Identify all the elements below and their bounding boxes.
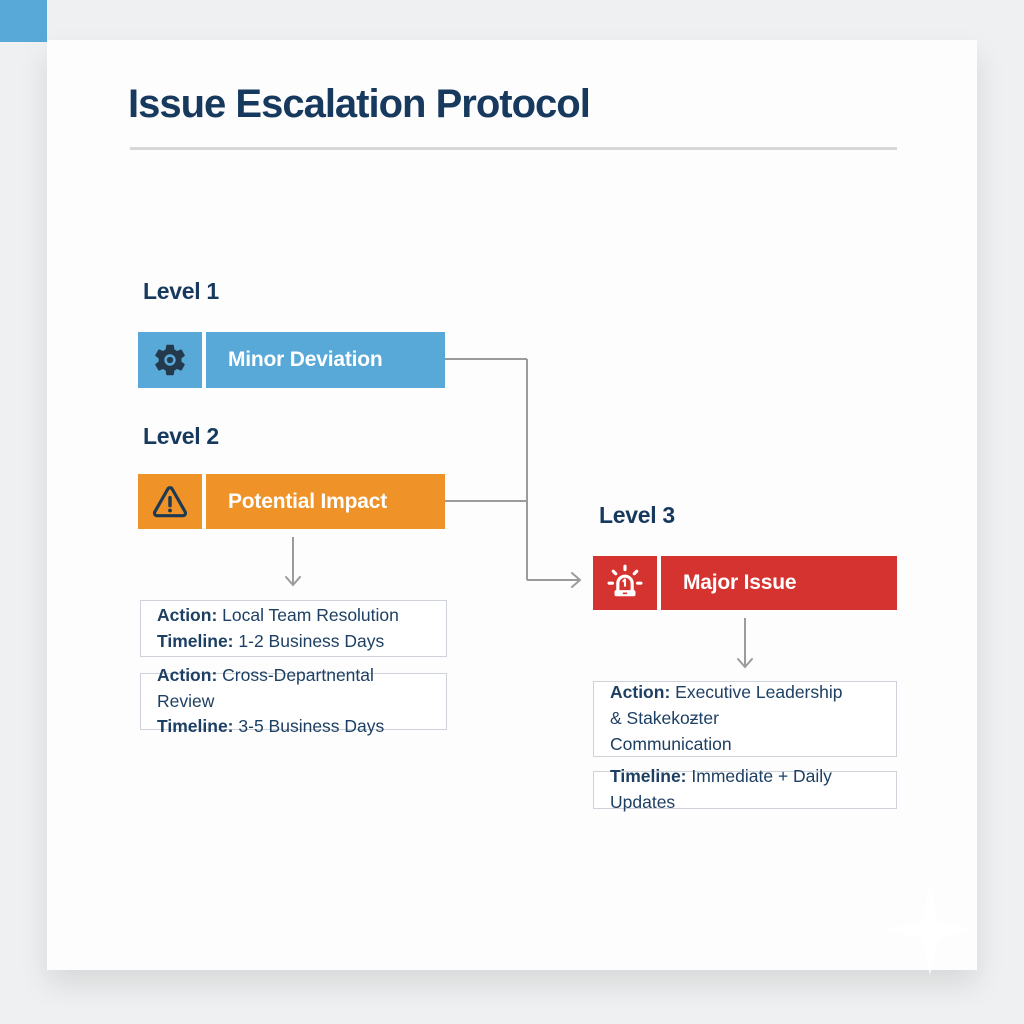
action-label: Action: bbox=[157, 604, 218, 625]
title-divider bbox=[130, 147, 897, 150]
level3-bar-title-text: Major Issue bbox=[683, 571, 797, 594]
level1-bar: Minor Deviation bbox=[138, 332, 445, 388]
arrowhead-right-icon bbox=[571, 572, 582, 588]
level2-bar-title: Potential Impact bbox=[206, 474, 445, 529]
level2-bar-title-text: Potential Impact bbox=[228, 489, 387, 513]
timeline-value: 1-2 Business Days bbox=[238, 630, 385, 651]
warning-triangle-icon bbox=[138, 474, 202, 529]
level2-detail-box: Action: Cross-Departnental Review Timeli… bbox=[140, 665, 447, 736]
card: Issue Escalation Protocol Level 1 bbox=[47, 40, 977, 970]
level3-action-line1: Action: Executive Leadership bbox=[610, 680, 880, 706]
action-value: Executive Leadership bbox=[675, 682, 843, 703]
level2-action-line: Action: Cross-Departnental Review bbox=[157, 663, 430, 714]
level3-action-line2: & Stakekoƶter bbox=[610, 706, 880, 732]
level2-label: Level 2 bbox=[143, 423, 219, 449]
level3-action-box: Action: Executive Leadership & Stakekoƶt… bbox=[593, 681, 897, 757]
action-value: Local Team Resolution bbox=[222, 604, 399, 625]
level1-bar-title-text: Minor Deviation bbox=[228, 348, 383, 371]
timeline-value: Immediate + Daily Updates bbox=[610, 766, 832, 812]
level1-timeline-line: Timeline: 1-2 Business Days bbox=[157, 629, 430, 655]
level3-timeline-box: Timeline: Immediate + Daily Updates bbox=[593, 766, 897, 812]
timeline-label: Timeline: bbox=[157, 716, 234, 737]
level2-bar: Potential Impact bbox=[138, 474, 445, 529]
level2-timeline-line: Timeline: 3-5 Business Days bbox=[157, 714, 430, 740]
timeline-label: Timeline: bbox=[610, 766, 687, 787]
level1-action-line: Action: Local Team Resolution bbox=[157, 603, 430, 629]
gear-icon bbox=[138, 332, 202, 388]
level1-detail-box: Action: Local Team Resolution Timeline: … bbox=[140, 600, 447, 657]
action-label: Action: bbox=[610, 682, 671, 703]
accent-square bbox=[0, 0, 47, 42]
level3-action-line3: Communication bbox=[610, 732, 880, 758]
timeline-value: 3-5 Business Days bbox=[238, 716, 385, 737]
level3-label: Level 3 bbox=[599, 502, 675, 528]
action-value: Cross-Departnental Review bbox=[157, 664, 374, 711]
siren-icon bbox=[593, 556, 657, 610]
level3-bar-title: Major Issue bbox=[661, 556, 897, 610]
level3-timeline-line: Timeline: Immediate + Daily Updates bbox=[610, 764, 880, 815]
page-title: Issue Escalation Protocol bbox=[128, 82, 591, 126]
arrowhead-down-icon bbox=[737, 658, 753, 669]
level3-bar: Major Issue bbox=[593, 556, 897, 610]
timeline-label: Timeline: bbox=[157, 630, 234, 651]
action-label: Action: bbox=[157, 664, 218, 685]
action-value: Communication bbox=[610, 733, 732, 754]
level1-label: Level 1 bbox=[143, 278, 219, 304]
arrowhead-down-icon bbox=[285, 576, 301, 587]
action-value: & Stakekoƶter bbox=[610, 708, 719, 729]
level1-bar-title: Minor Deviation bbox=[206, 332, 445, 388]
